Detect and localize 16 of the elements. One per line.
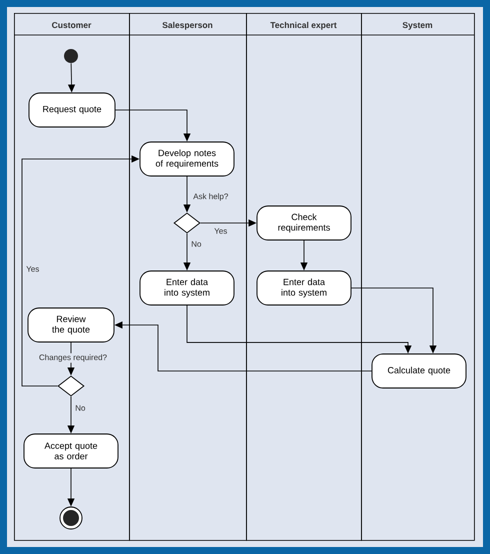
edge-label: No: [76, 405, 86, 411]
edge-label: Yes: [214, 228, 227, 234]
end-dot: [60, 506, 82, 530]
edge-label: Changes required?: [39, 354, 107, 362]
start-dot: [64, 49, 78, 63]
activity-box: Develop notes of requirements: [140, 142, 234, 176]
activity-box: Enter data into system: [256, 270, 352, 306]
activity-box: Request quote: [28, 92, 116, 128]
activity-box: Check requirements: [256, 206, 352, 240]
edge-label: No: [192, 241, 202, 247]
activity-box: Accept quote as order: [24, 434, 118, 468]
activity-box: Enter data into system: [140, 270, 234, 306]
edge-label: Yes: [26, 266, 39, 272]
activity-box: Review the quote: [28, 308, 114, 342]
activity-box: Calculate quote: [372, 354, 466, 388]
edge-label: Ask help?: [193, 193, 228, 201]
